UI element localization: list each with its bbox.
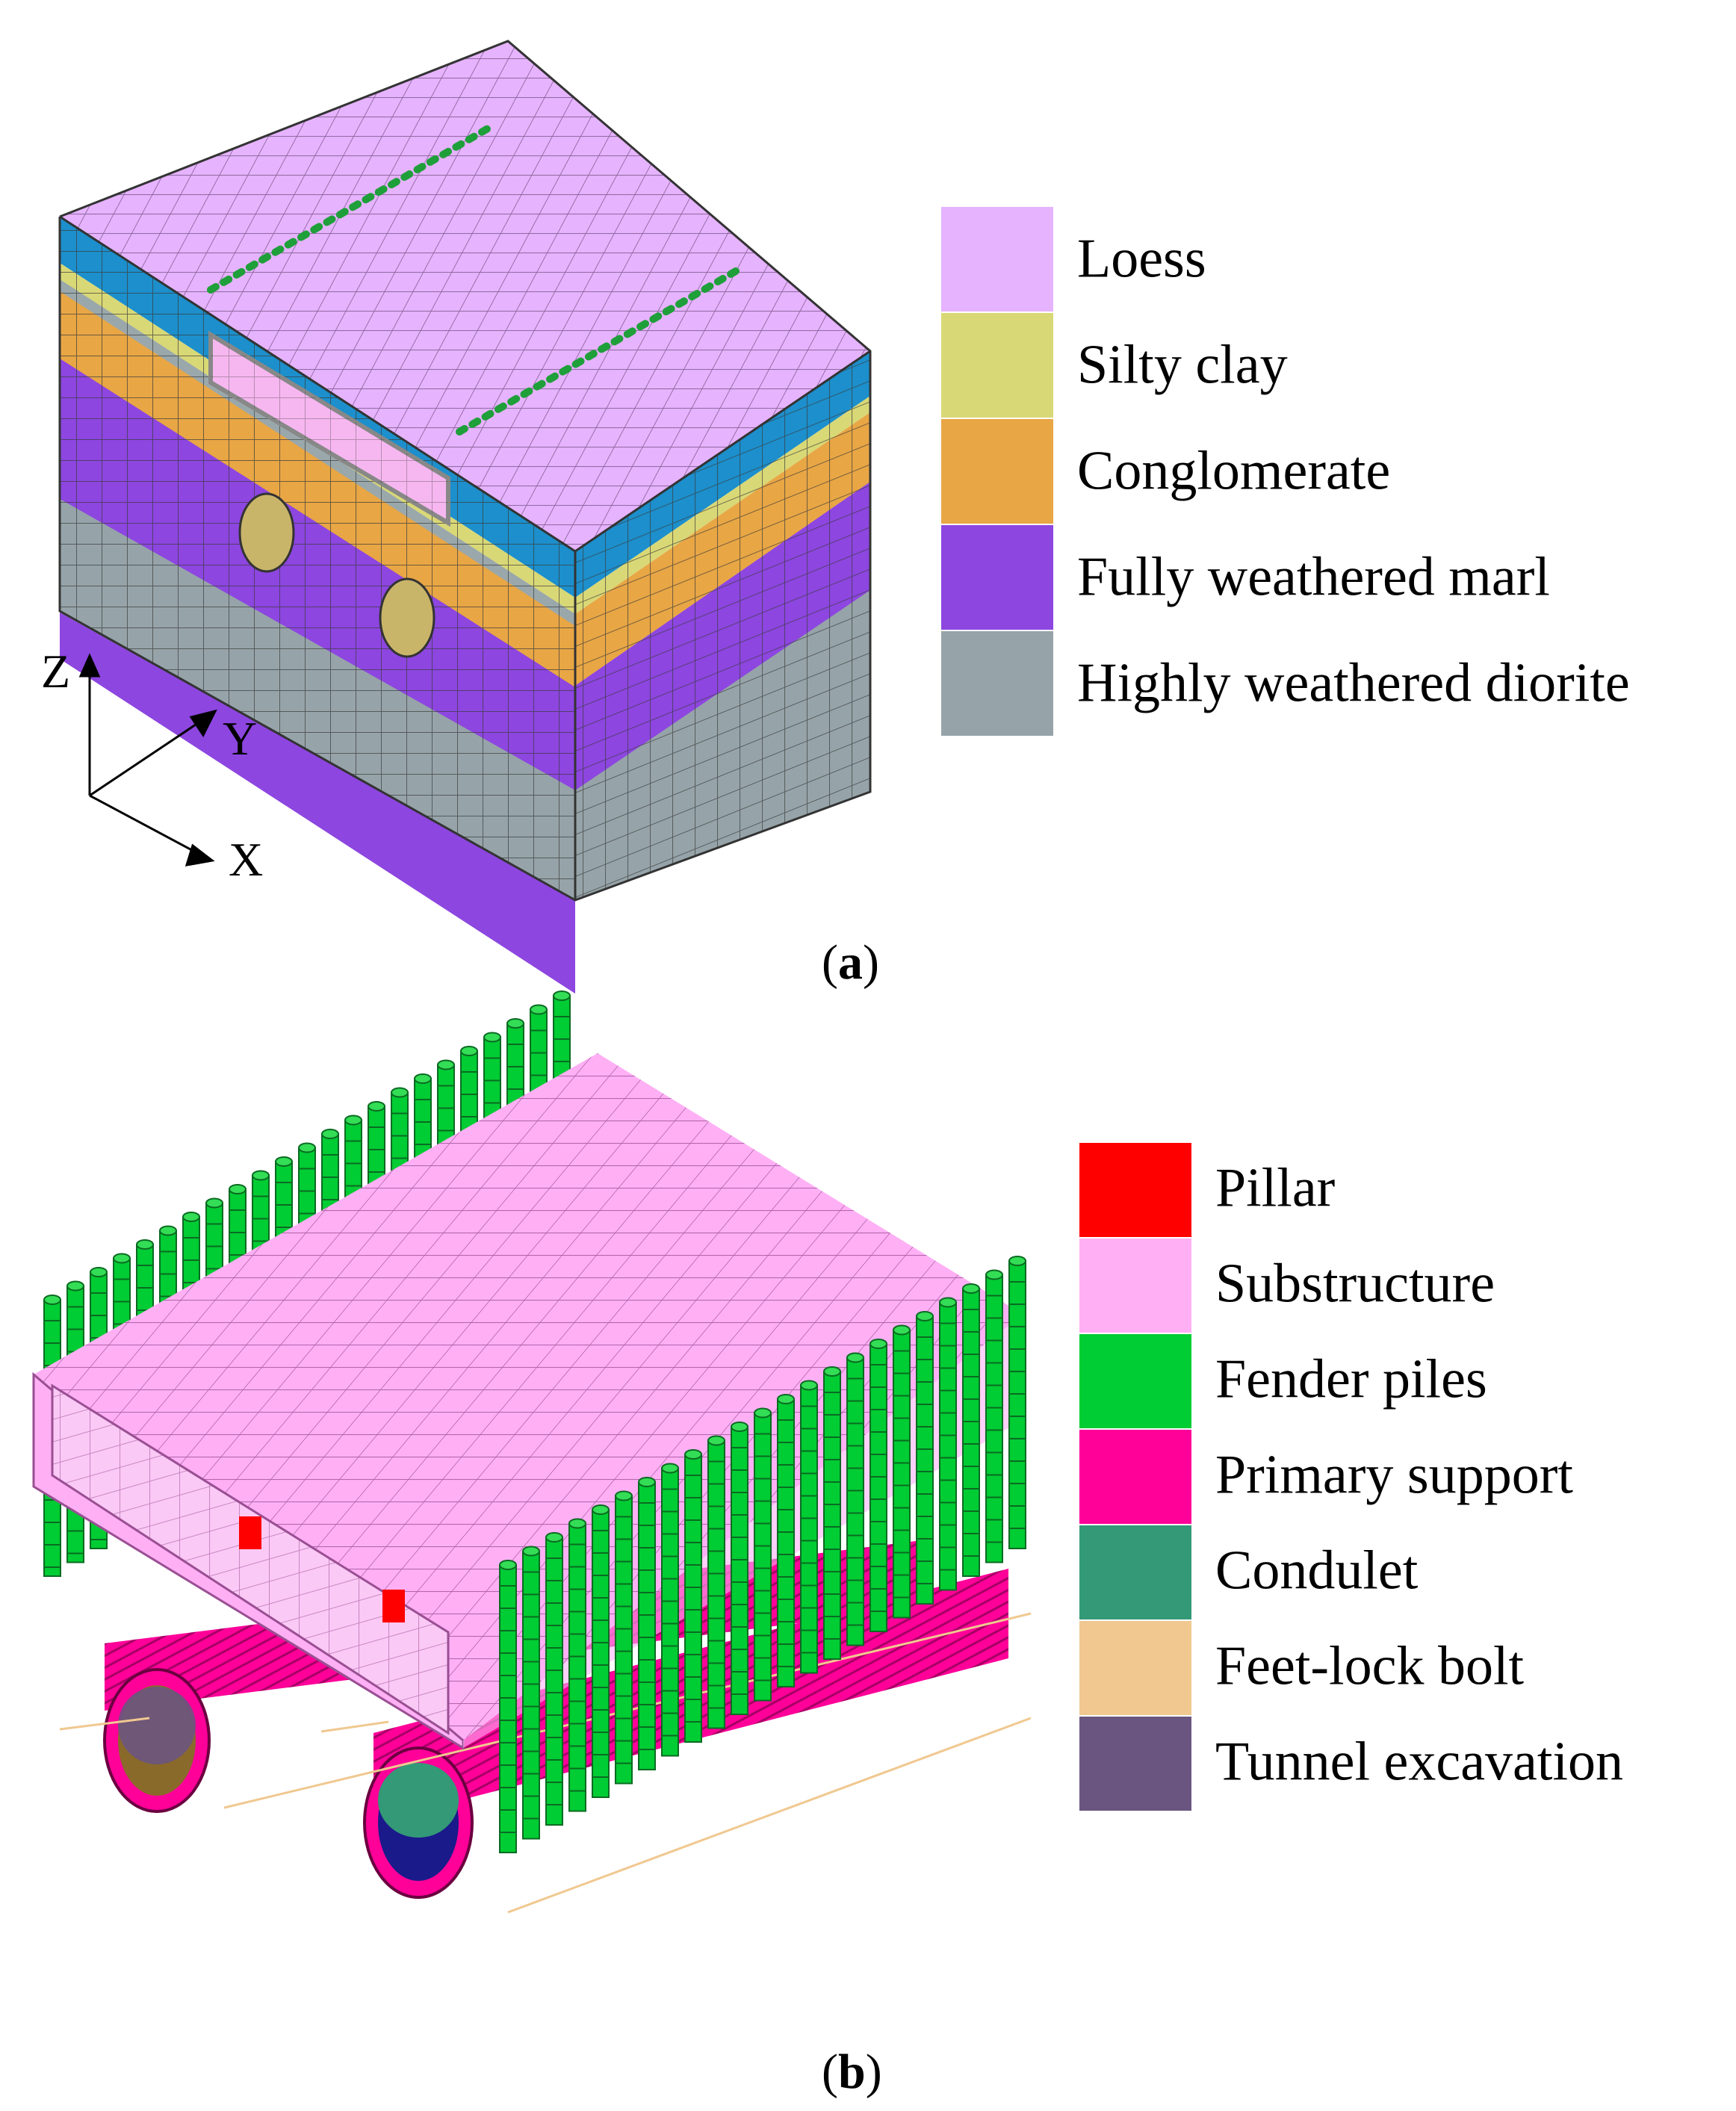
fender-pile-front-6	[638, 1477, 656, 1770]
axis-label-x: X	[229, 833, 263, 886]
legend-b-swatch-2	[1079, 1334, 1191, 1428]
legend-a-label-1: Silty clay	[1077, 335, 1288, 396]
fender-pile-front-3	[568, 1518, 586, 1812]
fender-pile-front-16	[869, 1339, 887, 1632]
y-arrow-icon	[189, 709, 217, 737]
legend-a-label-0: Loess	[1077, 229, 1206, 290]
legend-b-label-5: Feet-lock bolt	[1215, 1635, 1525, 1696]
fender-pile-front-9	[707, 1435, 725, 1729]
side-face	[575, 351, 870, 900]
fender-pile-front-0	[499, 1560, 517, 1853]
pile-row-right	[456, 267, 740, 435]
legend-b-swatch-4	[1079, 1525, 1191, 1619]
legend-b-label-1: Substructure	[1215, 1253, 1495, 1314]
fender-pile-front-21	[985, 1269, 1003, 1563]
axis-triad	[78, 653, 217, 867]
fender-pile-front-22	[1008, 1256, 1026, 1549]
legend-b-swatch-0	[1079, 1143, 1191, 1237]
fender-pile-front-8	[684, 1449, 702, 1743]
legend-b-label-2: Fender piles	[1215, 1348, 1487, 1410]
legend-a-swatch-2	[941, 419, 1053, 524]
fender-pile-front-5	[615, 1490, 633, 1785]
fender-pile-front-18	[916, 1311, 934, 1605]
legend-b-label-0: Pillar	[1215, 1157, 1335, 1218]
fender-pile-front-11	[754, 1407, 772, 1702]
legend-b-label-3: Primary support	[1215, 1444, 1573, 1505]
axis-label-z: Z	[41, 645, 70, 698]
fender-pile-front-12	[777, 1394, 795, 1687]
tunnel-opening-left	[238, 492, 295, 573]
z-arrow-icon	[78, 653, 101, 678]
fender-pile-front-20	[962, 1283, 980, 1577]
legend-a-swatch-0	[941, 207, 1053, 311]
legend-a-label-2: Conglomerate	[1077, 441, 1390, 502]
pillar-1	[239, 1516, 261, 1549]
fender-pile-front-2	[545, 1532, 563, 1826]
x-arrow-icon	[185, 843, 215, 867]
legend-b-swatch-1	[1079, 1239, 1191, 1333]
caption-b: (b)	[822, 2045, 882, 2099]
legend-a-swatch-1	[941, 313, 1053, 418]
fender-pile-front-1	[522, 1546, 540, 1840]
legend-b-label-4: Condulet	[1215, 1540, 1419, 1601]
legend-a-swatch-4	[941, 631, 1053, 736]
fender-pile-front-14	[823, 1366, 841, 1660]
axis-label-y: Y	[223, 712, 257, 765]
fender-pile-front-10	[731, 1422, 748, 1715]
fender-pile-front-4	[592, 1504, 610, 1798]
fender-pile-front-19	[939, 1297, 957, 1591]
legend-b-label-6: Tunnel excavation	[1215, 1731, 1623, 1792]
fender-pile-front-17	[893, 1324, 911, 1619]
structure-model	[32, 991, 1032, 1914]
pillar-2	[382, 1590, 405, 1622]
fender-pile-front-15	[846, 1352, 864, 1646]
legend-b-swatch-3	[1079, 1430, 1191, 1524]
front-face	[60, 217, 575, 993]
legend-b-swatch-5	[1079, 1621, 1191, 1715]
soil-block-model	[58, 40, 872, 993]
fender-piles-front-row	[499, 1256, 1026, 1853]
caption-a: (a)	[822, 935, 879, 990]
fender-pile-front-7	[661, 1463, 679, 1757]
legend-b-swatch-6	[1079, 1717, 1191, 1811]
pile-row-left	[207, 122, 497, 294]
legend-a-label-3: Fully weathered marl	[1077, 547, 1550, 608]
legend-a-swatch-3	[941, 525, 1053, 630]
legend-a-label-4: Highly weathered diorite	[1077, 653, 1630, 714]
tunnel-opening-right	[379, 577, 435, 658]
fender-pile-front-13	[800, 1380, 818, 1674]
